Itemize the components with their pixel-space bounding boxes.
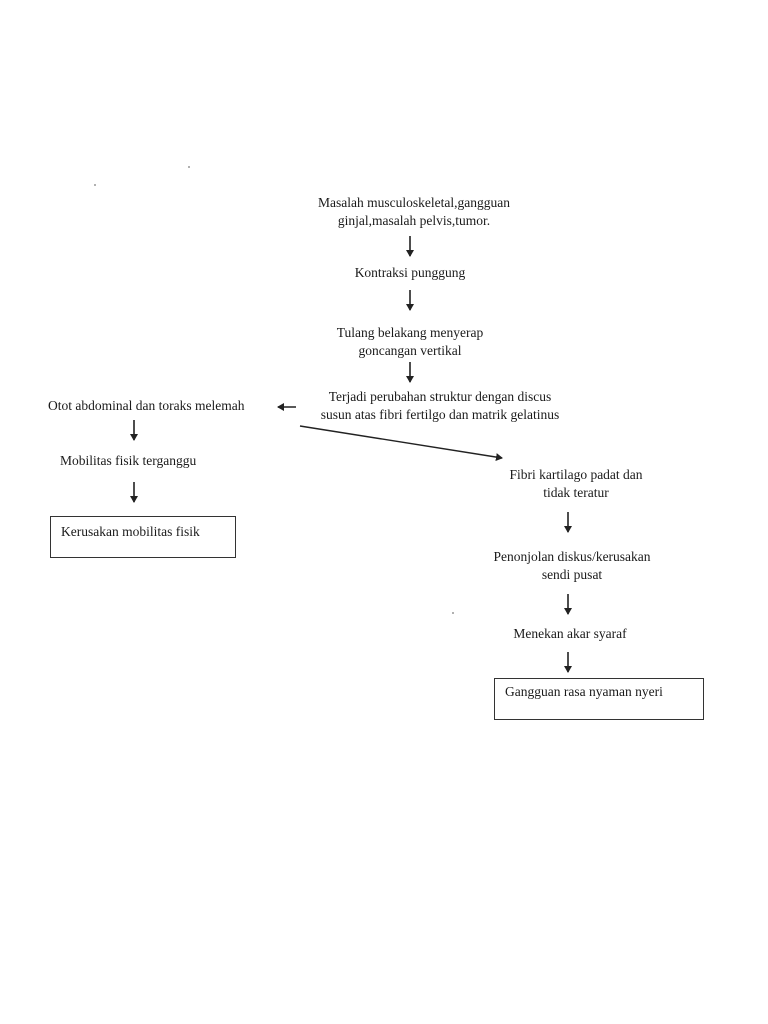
node-line: Penonjolan diskus/kerusakan xyxy=(493,549,651,564)
node-line: sendi pusat xyxy=(541,567,603,582)
node-structural-change: Terjadi perubahan struktur dengan discus… xyxy=(296,388,584,424)
box-label: Gangguan rasa nyaman nyeri xyxy=(505,684,663,699)
box-mobility-damage: Kerusakan mobilitas fisik xyxy=(50,516,236,558)
node-spine-absorbs-shock: Tulang belakang menyerap goncangan verti… xyxy=(316,324,504,360)
node-line: Mobilitas fisik terganggu xyxy=(60,453,197,468)
node-abdominal-weakening: Otot abdominal dan toraks melemah xyxy=(48,397,244,415)
node-line: Otot abdominal dan toraks melemah xyxy=(48,398,245,413)
node-back-contraction: Kontraksi punggung xyxy=(320,264,500,282)
node-line: Terjadi perubahan struktur dengan discus xyxy=(328,389,552,404)
arrow-to-right-branch xyxy=(299,425,503,462)
node-line: susun atas fibri fertilgo dan matrik gel… xyxy=(320,407,560,422)
node-cartilage-fibers: Fibri kartilago padat dan tidak teratur xyxy=(476,466,676,502)
node-disc-protrusion: Penonjolan diskus/kerusakan sendi pusat xyxy=(474,548,670,584)
node-line: goncangan vertikal xyxy=(358,343,462,358)
box-pain-discomfort: Gangguan rasa nyaman nyeri xyxy=(494,678,704,720)
node-nerve-compression: Menekan akar syaraf xyxy=(480,625,660,643)
node-mobility-impaired: Mobilitas fisik terganggu xyxy=(60,452,196,470)
node-line: Menekan akar syaraf xyxy=(513,626,627,641)
scan-speck xyxy=(94,184,96,186)
node-line: Fibri kartilago padat dan xyxy=(509,467,643,482)
node-line: Tulang belakang menyerap xyxy=(336,325,484,340)
node-line: tidak teratur xyxy=(543,485,609,500)
scan-speck xyxy=(188,166,190,168)
node-line: ginjal,masalah pelvis,tumor. xyxy=(337,213,491,228)
node-musculoskeletal-problems: Masalah musculoskeletal,gangguan ginjal,… xyxy=(296,194,532,230)
node-line: Kontraksi punggung xyxy=(354,265,466,280)
scan-speck xyxy=(452,612,454,614)
node-line: Masalah musculoskeletal,gangguan xyxy=(318,195,510,210)
box-label: Kerusakan mobilitas fisik xyxy=(61,524,200,539)
